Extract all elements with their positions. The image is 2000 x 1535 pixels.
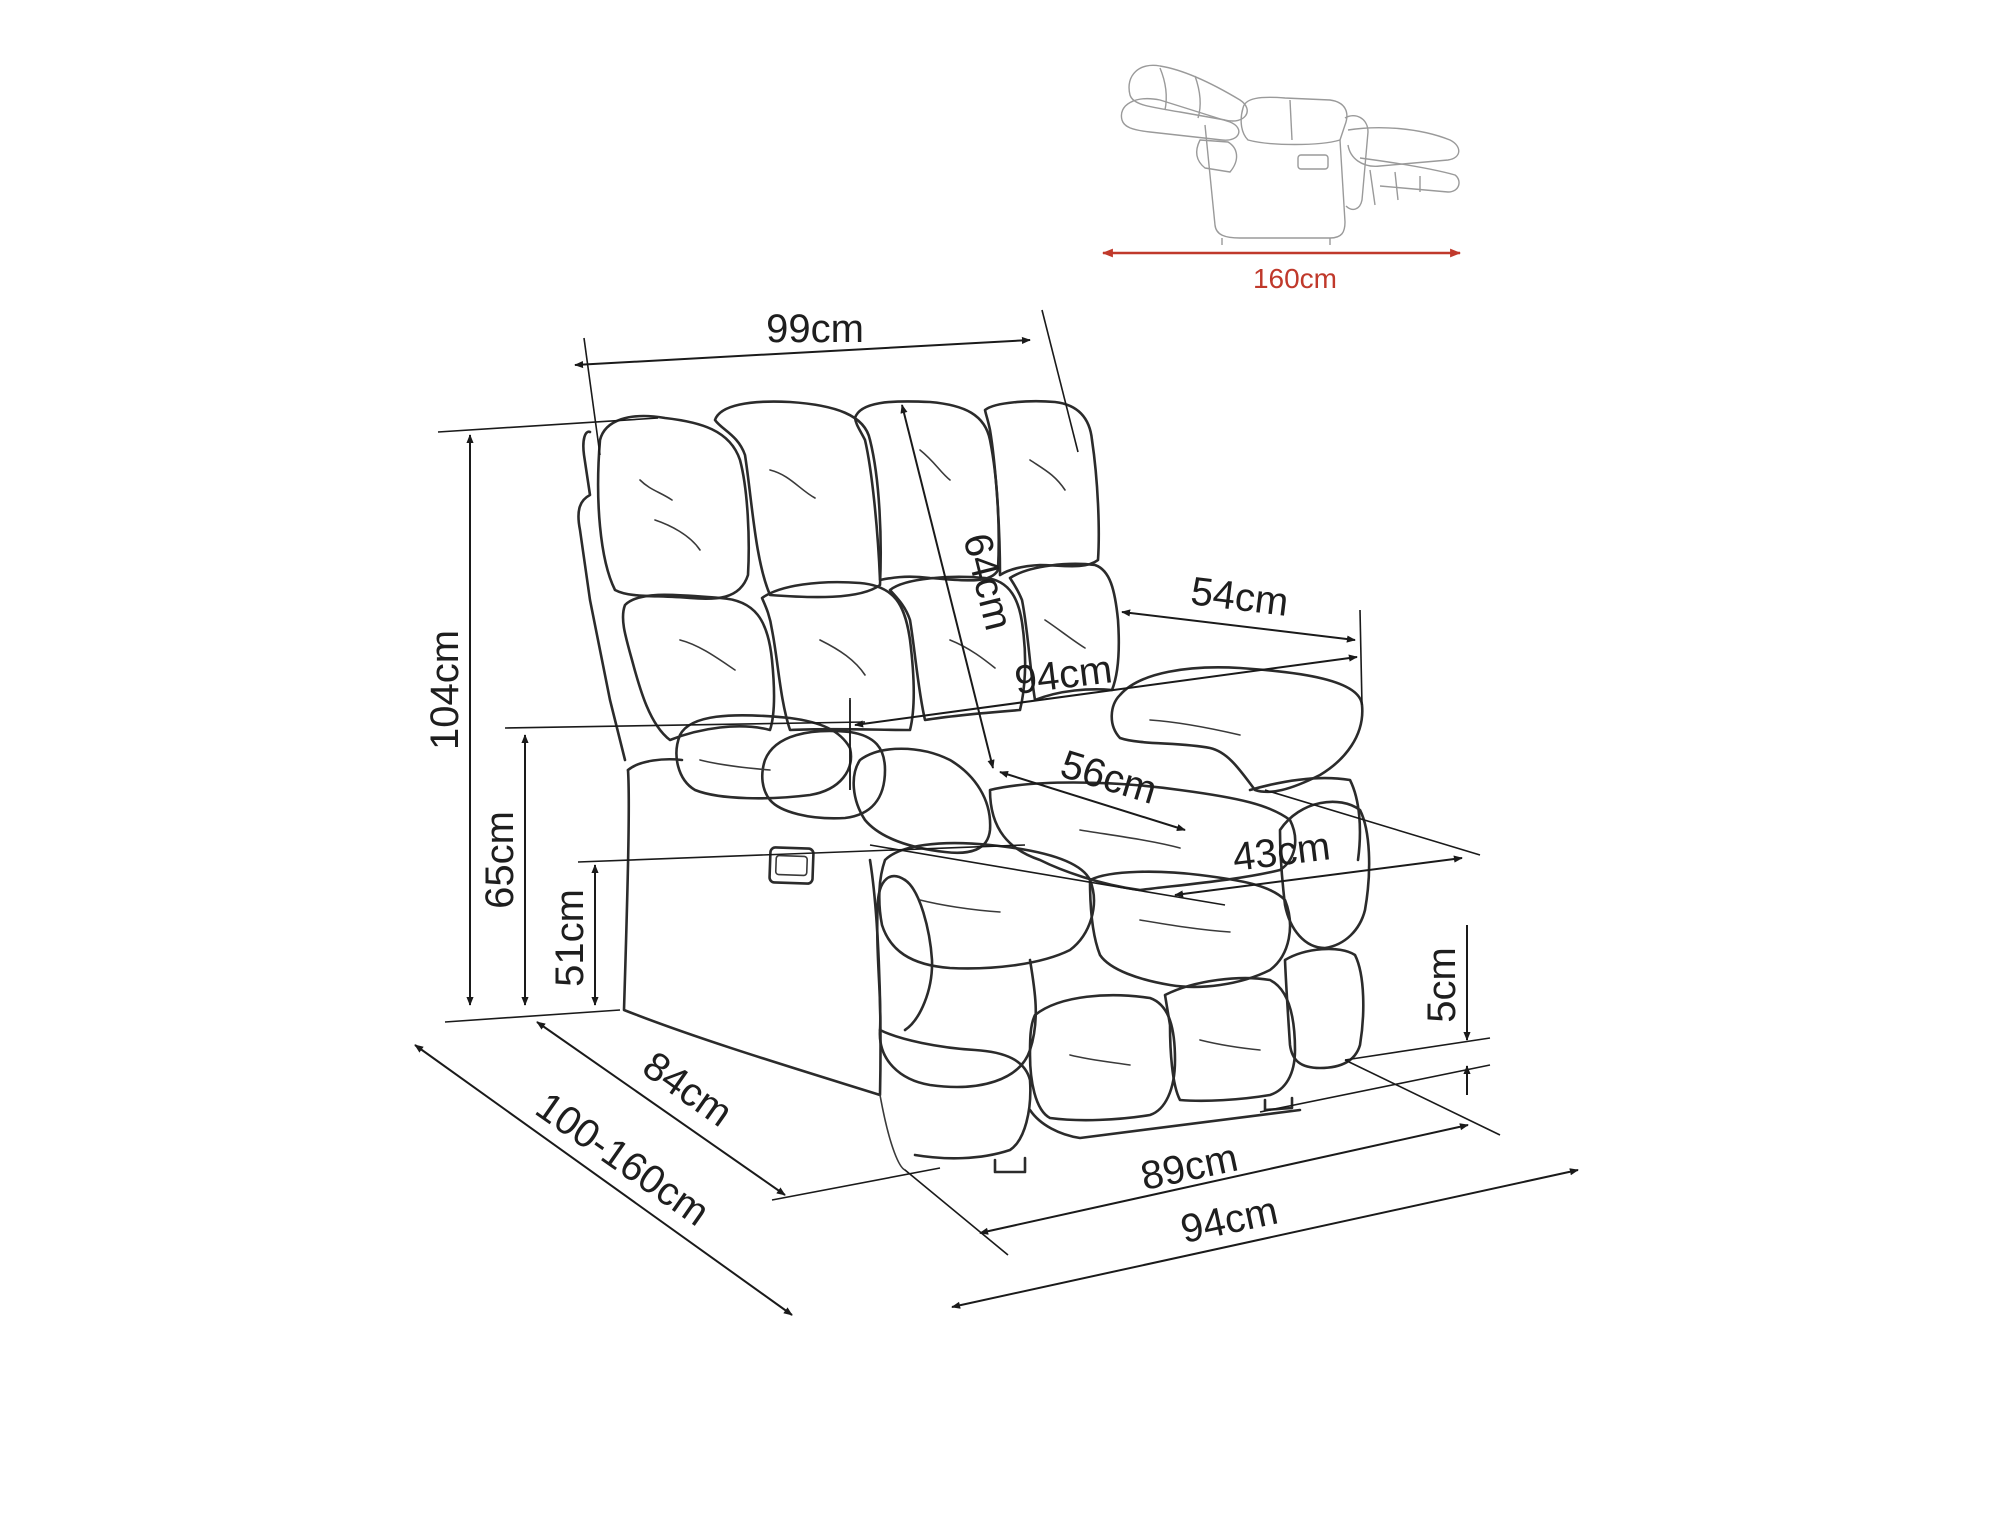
footrest-right xyxy=(1283,947,1365,1070)
label-99cm: 99cm xyxy=(766,307,864,351)
side-front-roll xyxy=(875,874,1038,1089)
armrest-left-pad xyxy=(852,747,992,855)
label-51cm: 51cm xyxy=(548,889,592,987)
recliner-chair xyxy=(577,399,1371,1174)
label-104cm: 104cm xyxy=(423,630,467,750)
armrest-left-roll xyxy=(675,713,853,800)
side-roll-front-edge xyxy=(903,878,934,1032)
dim-total-height: 104cm xyxy=(423,417,659,1023)
back-cushion-mid-2 xyxy=(760,580,916,732)
side-front-lower xyxy=(878,1028,1032,1160)
label-5cm: 5cm xyxy=(1420,947,1464,1023)
seat-front-roll-2 xyxy=(1088,870,1292,989)
dim-total-width: 94cm xyxy=(951,1168,1579,1309)
dim-seat-height: 51cm xyxy=(548,844,1026,1006)
leg-front xyxy=(993,1156,1027,1174)
reclined-chair-icon xyxy=(1120,64,1460,245)
base-front xyxy=(1028,1108,1302,1140)
label-89cm: 89cm xyxy=(1137,1136,1242,1199)
remote-panel-inner xyxy=(774,854,809,877)
dim-depth-range: 100-160cm xyxy=(414,1044,793,1316)
armrest-right-inner xyxy=(1248,776,1362,862)
armrest-left-roll-front xyxy=(760,729,887,820)
back-cushion-top-2 xyxy=(713,400,882,599)
label-94cm-total: 94cm xyxy=(1177,1189,1282,1252)
base-left-edge xyxy=(879,1094,906,1171)
label-43cm: 43cm xyxy=(1230,824,1332,880)
seat-front-roll-1 xyxy=(878,841,1096,970)
back-frame-left xyxy=(577,430,627,762)
label-64cm: 64cm xyxy=(954,529,1020,635)
seat-front-roll-3 xyxy=(1278,800,1371,950)
footrest-left xyxy=(1028,993,1177,1122)
dim-back-width: 99cm xyxy=(574,307,1079,456)
side-panel-top xyxy=(626,758,684,772)
label-84cm: 84cm xyxy=(635,1043,740,1135)
reclined-length-label: 160cm xyxy=(1253,263,1337,294)
remote-panel xyxy=(768,846,815,885)
label-65cm: 65cm xyxy=(478,811,522,909)
label-94cm-inner: 94cm xyxy=(1012,647,1114,703)
dim-leg-height: 5cm xyxy=(1259,925,1491,1113)
dim-back-height: 64cm xyxy=(900,404,1021,769)
footrest-mid xyxy=(1163,976,1297,1103)
back-cushion-mid-1 xyxy=(621,593,776,742)
label-54cm: 54cm xyxy=(1188,569,1290,625)
back-cushion-top-1 xyxy=(596,414,751,601)
dim-seat-depth: 56cm xyxy=(999,742,1186,832)
label-56cm: 56cm xyxy=(1056,742,1162,813)
